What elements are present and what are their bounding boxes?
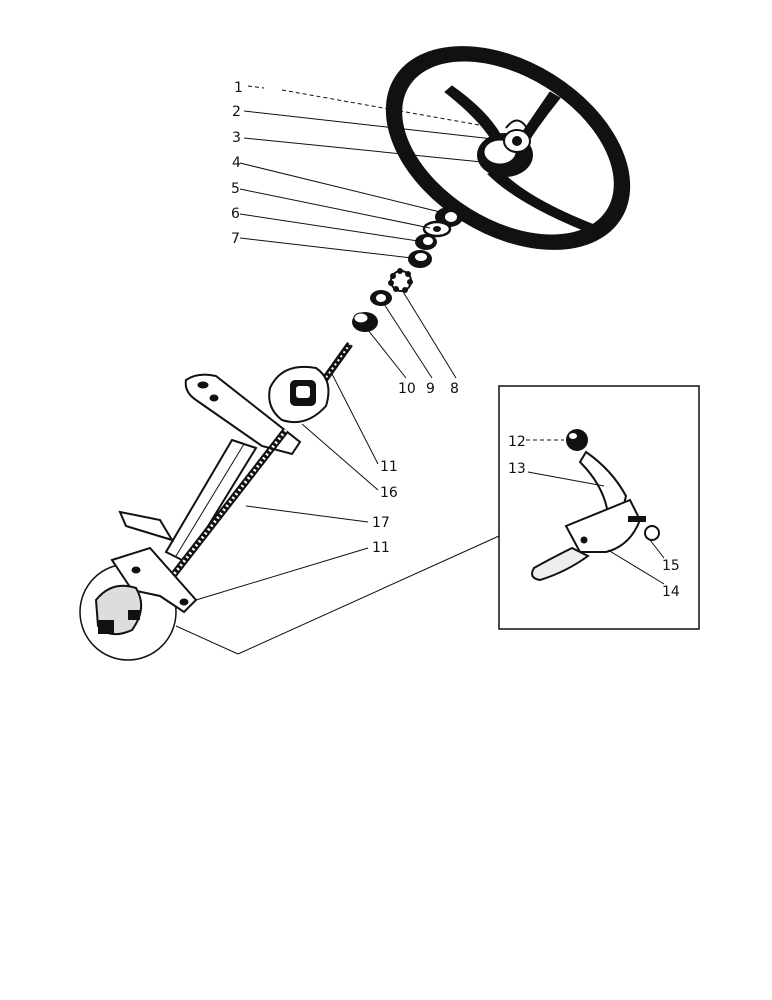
- inset-frame: [498, 385, 700, 630]
- steering-wheel: [385, 46, 631, 250]
- steering-column: [79, 341, 353, 661]
- bearing-8: [388, 268, 413, 293]
- label-5: 5: [231, 181, 240, 197]
- label-14: 14: [662, 584, 680, 600]
- label-10: 10: [398, 381, 416, 397]
- label-15: 15: [662, 558, 680, 574]
- label-9: 9: [426, 381, 435, 397]
- inset-connector-top: [237, 535, 500, 655]
- label-4: 4: [232, 155, 241, 171]
- label-2: 2: [232, 104, 241, 120]
- label-12: 12: [508, 434, 526, 450]
- leader-lines: [195, 85, 665, 601]
- bush-7: [408, 250, 432, 268]
- label-16: 16: [380, 485, 398, 501]
- inset-connector-bottom: [175, 625, 239, 655]
- label-13: 13: [508, 461, 526, 477]
- label-17: 17: [372, 515, 390, 531]
- washer-5: [422, 220, 452, 238]
- label-7: 7: [231, 231, 240, 247]
- nut-10: [352, 312, 378, 332]
- label-6: 6: [231, 206, 240, 222]
- label-3: 3: [232, 130, 241, 146]
- label-11-upper: 11: [380, 459, 398, 475]
- bush-6: [415, 234, 437, 250]
- ring-9: [370, 290, 392, 306]
- label-1: 1: [234, 80, 243, 96]
- label-11-lower: 11: [372, 540, 390, 556]
- label-8: 8: [450, 381, 459, 397]
